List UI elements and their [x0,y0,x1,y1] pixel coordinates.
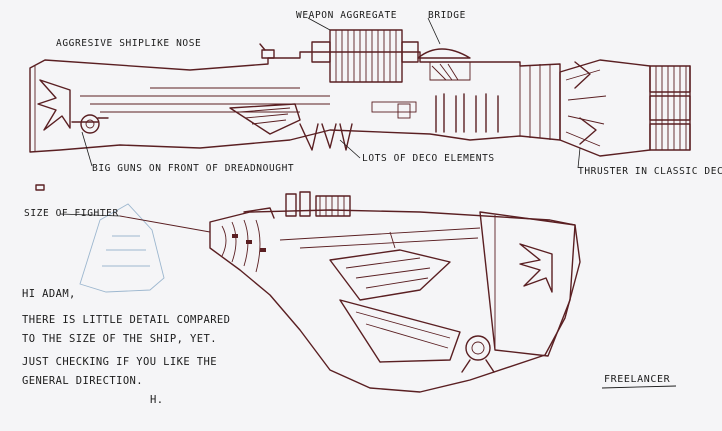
leader-weapon [307,17,331,31]
label-thruster: THRUSTER IN CLASSIC DECO [578,166,722,177]
label-fighter-size: SIZE OF FIGHTER [24,208,119,219]
leader-deco [339,139,361,159]
note-line-1: THERE IS LITTLE DETAIL COMPARED [22,314,231,326]
label-nose: AGGRESIVE SHIPLIKE NOSE [56,38,202,49]
label-deco-elements: LOTS OF DECO ELEMENTS [362,153,495,164]
note-initial: H. [150,394,164,406]
note-line-4: GENERAL DIRECTION. [22,375,143,387]
label-bridge: BRIDGE [428,10,466,21]
note-line-2: TO THE SIZE OF THE SHIP, YET. [22,333,217,345]
note-greeting: HI ADAM, [22,288,76,300]
pencil-underdrawing [79,203,165,293]
note-line-3: JUST CHECKING IF YOU LIKE THE [22,356,217,368]
side-view-dreadnought [29,29,691,157]
label-weapon-aggregate: WEAPON AGGREGATE [296,10,398,21]
leader-thruster [577,147,581,169]
leader-fighter [59,213,121,217]
signature-freelancer: FREELANCER [604,374,671,385]
leader-bridge [427,17,441,45]
leader-guns [81,131,93,167]
fighter-icon [35,184,45,191]
signature-underline [601,385,677,389]
perspective-view-dreadnought [119,191,581,393]
label-big-guns: BIG GUNS ON FRONT OF DREADNOUGHT [92,163,295,174]
